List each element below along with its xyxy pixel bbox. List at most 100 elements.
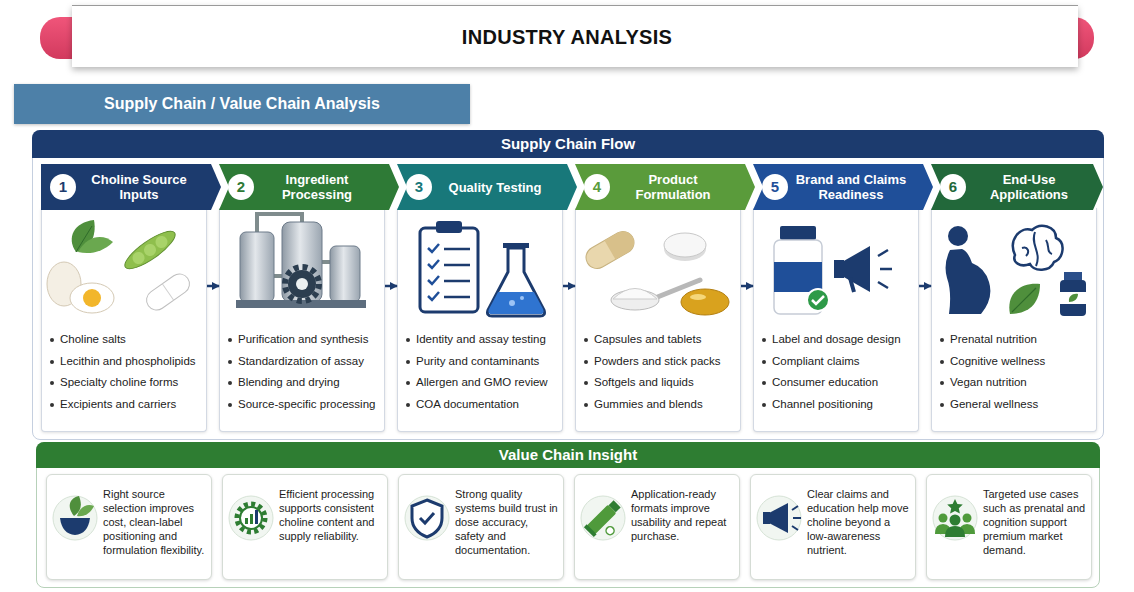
insight-icon-circle xyxy=(757,496,801,540)
bullet-list: Label and dosage designCompliant claimsC… xyxy=(761,332,917,418)
insight-icon-circle xyxy=(53,496,97,540)
title-tab xyxy=(40,17,170,59)
flask-icon xyxy=(488,248,545,316)
panel-title: Value Chain Insight xyxy=(499,446,637,464)
people-star-icon xyxy=(935,499,975,537)
megaphone-icon xyxy=(878,250,892,288)
megaphone-icon xyxy=(850,278,854,292)
softgel-icon xyxy=(681,289,729,315)
flask-icon xyxy=(503,243,529,248)
tan-capsule-icon xyxy=(582,227,638,272)
shield-icon xyxy=(412,500,442,537)
supplement-bottle-icon xyxy=(780,226,816,240)
bullet-item: Gummies and blends xyxy=(583,397,739,412)
checklist-icon xyxy=(420,228,478,312)
shield-icon xyxy=(420,513,434,523)
flow-arrow xyxy=(919,285,931,288)
flask-icon xyxy=(509,300,515,306)
small-megaphone-icon xyxy=(769,503,788,533)
tube-icon xyxy=(587,505,617,535)
leaf-icon xyxy=(76,226,92,252)
insight-icon-circle xyxy=(933,496,977,540)
insight-icon-circle xyxy=(581,496,625,540)
bullet-list: Capsules and tabletsPowders and stick pa… xyxy=(583,332,739,418)
step-title: Choline Source Inputs xyxy=(81,164,197,210)
small-bottle-icon xyxy=(1060,280,1086,316)
people-star-icon xyxy=(939,514,948,523)
step-column: 3Quality TestingIdentity and assay testi… xyxy=(397,164,563,432)
bullet-item: Choline salts xyxy=(49,332,205,347)
softgel-icon xyxy=(681,289,729,315)
small-bottle-icon xyxy=(1060,292,1086,304)
small-bottle-icon xyxy=(1060,272,1086,316)
people-star-icon xyxy=(959,524,975,534)
insight-card: Clear claims and education help move cho… xyxy=(750,474,916,580)
brain-icon xyxy=(1013,226,1063,270)
insight-text: Application-ready formats improve usabil… xyxy=(631,487,735,543)
bullet-item: Softgels and liquids xyxy=(583,375,739,390)
processing-plant-icon xyxy=(240,232,274,302)
pregnant-figure-icon xyxy=(948,226,968,246)
tube-icon xyxy=(584,499,630,545)
chevron-shape xyxy=(397,164,577,210)
bullet-item: Powders and stick packs xyxy=(583,354,739,369)
step-number: 1 xyxy=(50,174,76,200)
bullet-item: Capsules and tablets xyxy=(583,332,739,347)
gear-chart-icon xyxy=(240,507,262,529)
small-megaphone-icon xyxy=(763,503,801,533)
soy-pod-icon xyxy=(120,225,179,274)
supplement-bottle-icon xyxy=(807,289,829,311)
panel-header: Supply Chain Flow xyxy=(32,130,1104,158)
step-title: Ingredient Processing xyxy=(259,164,375,210)
egg-icon xyxy=(70,283,114,313)
panel-header: Value Chain Insight xyxy=(36,442,1100,468)
step-title: Product Formulation xyxy=(615,164,731,210)
bullet-item: Identity and assay testing xyxy=(405,332,561,347)
step-number: 2 xyxy=(228,174,254,200)
step-column: 4Product FormulationCapsules and tablets… xyxy=(575,164,741,432)
processing-plant-icon xyxy=(236,300,366,308)
section-panel: Supply Chain Flow 1Choline Source InputsC… xyxy=(32,130,1104,440)
people-star-icon xyxy=(947,499,963,514)
tube-icon xyxy=(604,525,615,536)
checklist-icon xyxy=(444,249,470,297)
tablet-icon xyxy=(664,237,706,261)
checklist-icon xyxy=(428,244,439,300)
insight-text: Right source selection improves cost, cl… xyxy=(103,487,207,557)
insight-text: Targeted use cases such as prenatal and … xyxy=(983,487,1087,557)
megaphone-icon xyxy=(842,246,870,292)
gear-chart-icon xyxy=(255,510,258,524)
chevron-shape xyxy=(575,164,755,210)
chevron-shape xyxy=(753,164,933,210)
bullet-list: Prenatal nutritionCognitive wellnessVega… xyxy=(939,332,1095,418)
powder-scoop-icon xyxy=(613,289,657,300)
insight-icon-circle xyxy=(229,496,273,540)
powder-scoop-icon xyxy=(655,280,700,298)
insight-card: Strong quality systems build trust in do… xyxy=(398,474,564,580)
supplement-bottle-icon xyxy=(774,240,822,314)
step-column: 5Brand and Claims ReadinessLabel and dos… xyxy=(753,164,919,432)
chevron-shape xyxy=(219,164,399,210)
bullet-item: Allergen and GMO review xyxy=(405,375,561,390)
flask-icon xyxy=(488,292,543,314)
egg-icon xyxy=(47,262,81,306)
soy-pod-icon xyxy=(120,225,179,274)
processing-plant-icon xyxy=(274,262,330,276)
bowl-icon xyxy=(70,496,81,516)
soy-pod-icon xyxy=(153,234,170,251)
capsule-icon xyxy=(143,270,194,314)
brain-icon xyxy=(1013,226,1063,270)
processing-plant-icon xyxy=(288,270,316,298)
small-megaphone-icon xyxy=(792,506,801,530)
tan-capsule-icon xyxy=(582,227,638,272)
step-number: 4 xyxy=(584,174,610,200)
section-band: Supply Chain / Value Chain Analysis xyxy=(14,84,470,124)
bowl-icon xyxy=(60,496,94,535)
flow-arrow xyxy=(385,285,397,288)
bullet-item: Standardization of assay xyxy=(227,354,383,369)
capsule-icon xyxy=(143,270,194,314)
bullet-list: Choline saltsLecithin and phospholipidsS… xyxy=(49,332,205,418)
tablet-icon xyxy=(664,233,706,261)
